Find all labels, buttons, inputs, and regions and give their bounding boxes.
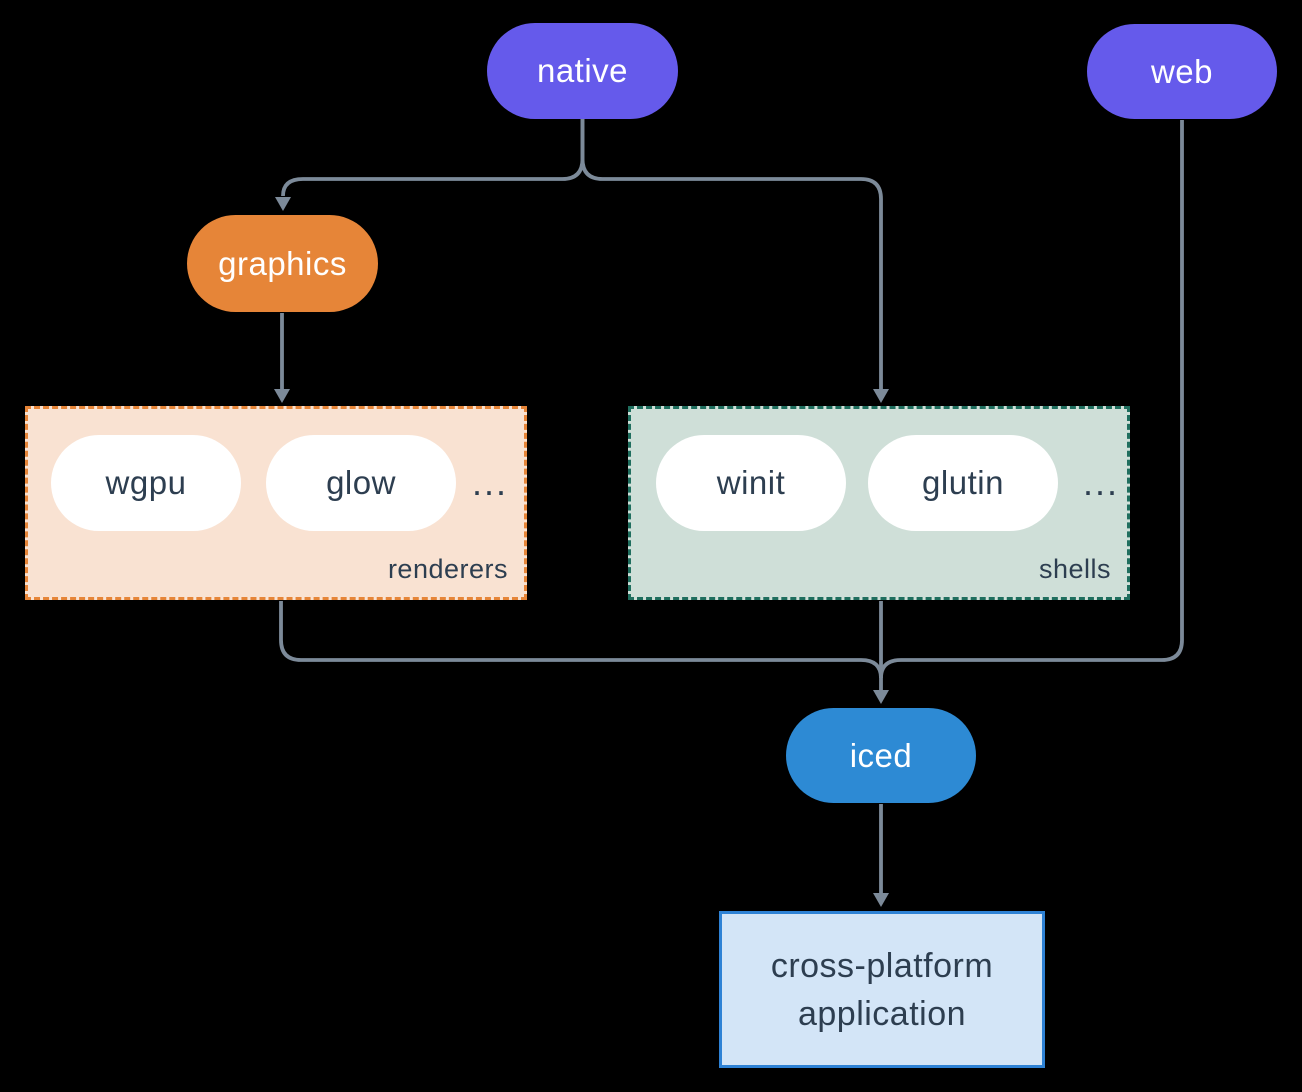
node-glutin: glutin [868, 435, 1058, 531]
node-web: web [1087, 24, 1277, 119]
node-winit: winit [656, 435, 846, 531]
arrowhead-graphics [275, 197, 291, 211]
application-label-line1: cross-platform [770, 946, 994, 985]
edge-native-shells [580, 119, 883, 389]
node-wgpu-label: wgpu [105, 464, 187, 501]
node-iced-label: iced [849, 736, 913, 774]
node-glow-label: glow [326, 464, 396, 501]
application-label-line2: application [797, 994, 967, 1033]
node-graphics: graphics [187, 215, 378, 312]
group-renderers: wgpu glow ... renderers [25, 406, 527, 600]
node-glutin-label: glutin [922, 464, 1004, 501]
node-native: native [487, 23, 678, 119]
edge-renderers-iced [279, 601, 883, 679]
arrowhead-application [873, 893, 889, 907]
arrowhead-iced [873, 690, 889, 704]
node-graphics-label: graphics [218, 244, 347, 282]
node-glow: glow [266, 435, 456, 531]
node-native-label: native [536, 52, 629, 89]
edge-web-iced [879, 120, 1184, 679]
renderers-ellipsis: ... [471, 462, 508, 503]
shells-group-label: shells [1038, 554, 1111, 584]
node-wgpu: wgpu [51, 435, 241, 531]
arrowhead-shells [873, 389, 889, 403]
node-iced: iced [786, 708, 976, 803]
renderers-group-label: renderers [387, 554, 508, 584]
node-web-label: web [1150, 52, 1214, 90]
group-shells: winit glutin ... shells [628, 406, 1130, 600]
node-cross-platform-application: cross-platform application [719, 911, 1045, 1068]
node-winit-label: winit [716, 464, 786, 501]
shells-ellipsis: ... [1082, 462, 1119, 503]
edge-native-graphics [281, 119, 585, 197]
arrowhead-renderers [274, 389, 290, 403]
